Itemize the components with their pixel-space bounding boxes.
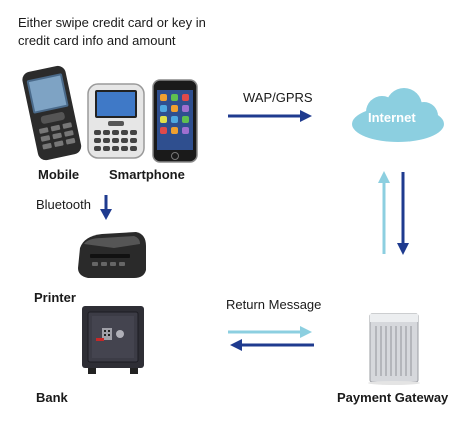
wap-gprs-label: WAP/GPRS xyxy=(243,90,313,105)
return-message-label: Return Message xyxy=(226,297,322,312)
instruction-text-line2: credit card info and amount xyxy=(18,33,176,48)
bank-label: Bank xyxy=(36,390,68,405)
return-arrow-right xyxy=(228,326,312,338)
smartphone-touch-image xyxy=(152,79,198,163)
internet-label: Internet xyxy=(368,110,416,125)
mobile-phone-image xyxy=(22,65,82,161)
smartphone-qwerty-image xyxy=(87,83,145,159)
internet-gateway-arrow-up xyxy=(378,171,390,254)
bluetooth-arrow-down xyxy=(100,195,112,220)
payment-gateway-label: Payment Gateway xyxy=(337,390,449,405)
instruction-text-line1: Either swipe credit card or key in xyxy=(18,15,206,30)
internet-gateway-arrow-down xyxy=(397,172,409,255)
return-arrow-left xyxy=(230,339,314,351)
smartphone-label: Smartphone xyxy=(109,167,185,182)
bluetooth-label: Bluetooth xyxy=(36,197,91,212)
mobile-label: Mobile xyxy=(38,167,80,182)
bank-safe-image xyxy=(82,306,144,374)
printer-label: Printer xyxy=(34,290,76,305)
printer-image xyxy=(78,232,146,278)
wap-arrow-right xyxy=(228,110,312,122)
payment-gateway-server-image xyxy=(368,313,420,385)
internet-cloud-icon xyxy=(352,88,444,142)
